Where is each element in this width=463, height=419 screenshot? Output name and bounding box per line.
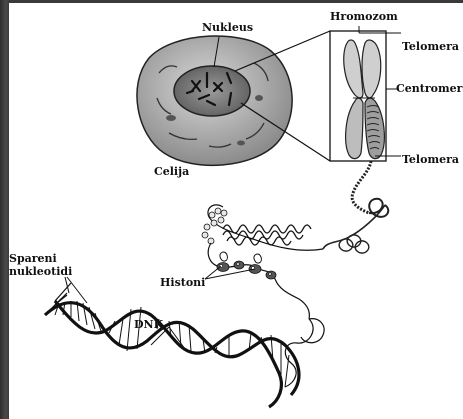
dna-double-helix [45, 301, 299, 407]
nucleus-illustration [174, 66, 250, 116]
diagram-canvas: Nukleus Hromozom Telomera Centromera Tel… [9, 3, 463, 419]
label-telomere-bottom: Telomera [402, 153, 459, 166]
histone-beads [217, 261, 276, 279]
label-chromosome: Hromozom [330, 10, 398, 23]
label-telomere-top: Telomera [402, 40, 459, 53]
label-dna: DNK [134, 318, 164, 331]
chromosome-illustration [344, 40, 385, 159]
label-paired-nucleotides-line2: nukleotidi [9, 265, 72, 278]
solenoid-loops [223, 225, 311, 245]
label-paired-nucleotides-line1: Spareni [9, 252, 57, 265]
nucleosome-string [208, 243, 309, 319]
label-nucleus: Nukleus [202, 21, 253, 34]
label-histones: Histoni [160, 276, 205, 289]
label-cell: Celija [154, 165, 189, 178]
base-pair-rungs [55, 301, 289, 387]
dna-structure-diagram: Nukleus Hromozom Telomera Centromera Tel… [9, 3, 463, 419]
label-centromere: Centromera [396, 82, 463, 95]
chromatin-fiber [323, 161, 388, 253]
